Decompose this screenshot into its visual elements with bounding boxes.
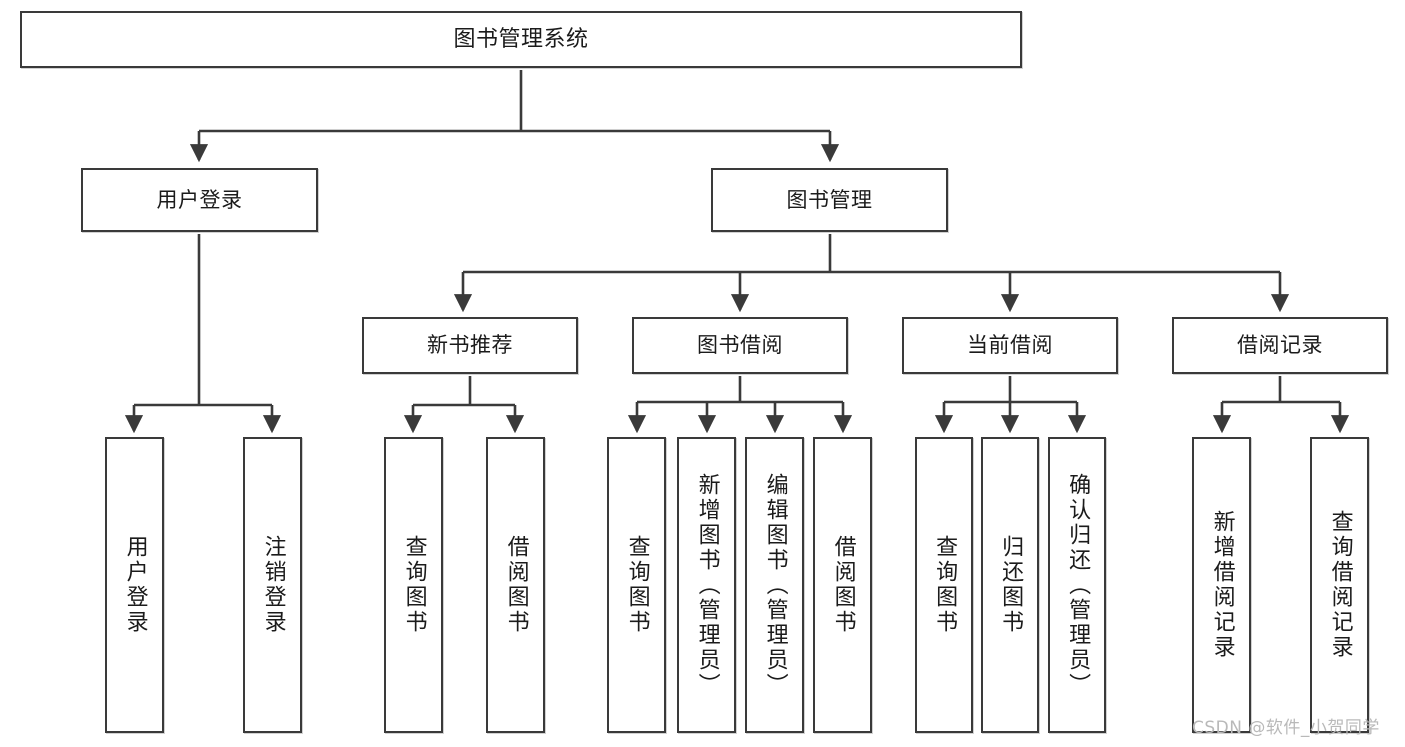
node-leaf-query-borrow-record[interactable]: 查询借阅记录 [1310, 437, 1369, 733]
node-label: 注销登录 [260, 535, 286, 635]
node-leaf-borrow-book-1[interactable]: 借阅图书 [486, 437, 545, 733]
node-leaf-borrow-book-2[interactable]: 借阅图书 [813, 437, 872, 733]
node-label: 新增借阅记录 [1209, 510, 1235, 660]
node-leaf-add-book[interactable]: 新增图书（管理员） [677, 437, 736, 733]
node-new-book-recommend[interactable]: 新书推荐 [362, 317, 578, 374]
node-book-borrow[interactable]: 图书借阅 [632, 317, 848, 374]
node-label: 编辑图书（管理员） [762, 472, 788, 698]
node-label: 当前借阅 [967, 333, 1053, 358]
node-label: 确认归还（管理员） [1065, 472, 1091, 698]
node-leaf-user-login[interactable]: 用户登录 [105, 437, 164, 733]
node-label: 新增图书（管理员） [694, 472, 720, 698]
node-leaf-return-book[interactable]: 归还图书 [981, 437, 1039, 733]
node-leaf-query-book-3[interactable]: 查询图书 [915, 437, 973, 733]
node-leaf-query-book-1[interactable]: 查询图书 [384, 437, 443, 733]
csdn-watermark: CSDN @软件_小贺同学 [1192, 718, 1380, 738]
node-book-manage[interactable]: 图书管理 [711, 168, 948, 232]
node-current-borrow[interactable]: 当前借阅 [902, 317, 1118, 374]
node-label: 图书借阅 [697, 333, 783, 358]
node-user-login[interactable]: 用户登录 [81, 168, 318, 232]
node-label: 图书管理系统 [453, 26, 589, 52]
node-label: 借阅图书 [503, 535, 529, 635]
node-label: 图书管理 [786, 187, 873, 212]
node-leaf-query-book-2[interactable]: 查询图书 [607, 437, 666, 733]
node-label: 查询图书 [932, 535, 958, 635]
node-leaf-edit-book[interactable]: 编辑图书（管理员） [745, 437, 804, 733]
node-label: 查询借阅记录 [1327, 510, 1353, 660]
node-label: 查询图书 [401, 535, 427, 635]
node-label: 借阅图书 [830, 535, 856, 635]
node-leaf-logout-login[interactable]: 注销登录 [243, 437, 302, 733]
node-leaf-add-borrow-record[interactable]: 新增借阅记录 [1192, 437, 1251, 733]
node-label: 归还图书 [998, 535, 1024, 635]
node-leaf-confirm-return[interactable]: 确认归还（管理员） [1048, 437, 1106, 733]
node-label: 查询图书 [624, 535, 650, 635]
node-label: 用户登录 [122, 535, 148, 635]
node-root-book-management-system[interactable]: 图书管理系统 [20, 11, 1022, 68]
node-label: 新书推荐 [427, 333, 513, 358]
node-label: 借阅记录 [1237, 333, 1323, 358]
node-label: 用户登录 [156, 187, 243, 212]
node-borrow-record[interactable]: 借阅记录 [1172, 317, 1388, 374]
